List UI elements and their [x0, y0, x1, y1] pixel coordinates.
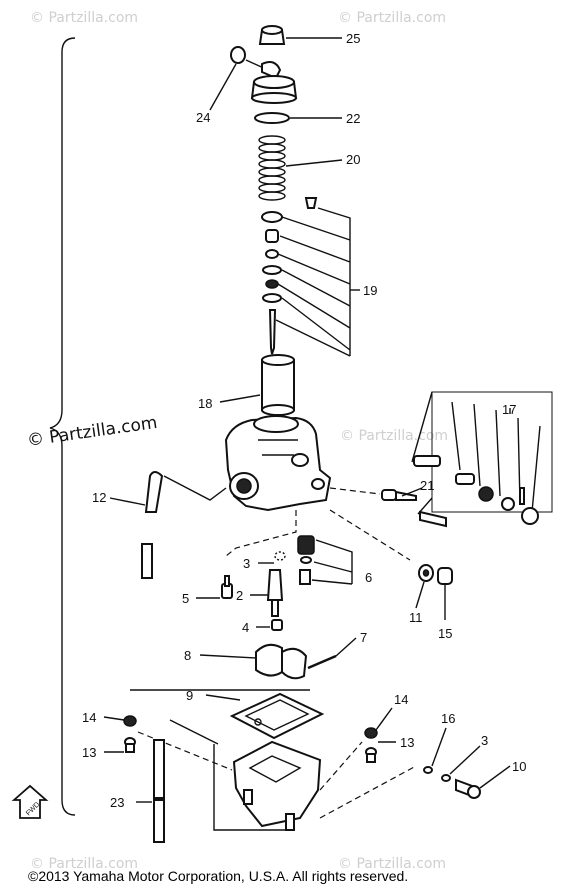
callout-22: 22	[346, 111, 360, 126]
callout-13-right: 13	[400, 735, 414, 750]
bracket-19	[275, 207, 351, 357]
part-5-pilot-screw	[221, 575, 233, 599]
watermark-bottom-right: © Partzilla.com	[338, 856, 446, 872]
part-mixing-chamber-top	[250, 75, 298, 104]
part-9-gasket	[229, 692, 325, 740]
callout-3-lower: 3	[481, 733, 488, 748]
callout-19: 19	[363, 283, 377, 298]
callout-8: 8	[184, 648, 191, 663]
callout-12: 12	[92, 490, 106, 505]
callout-15: 15	[438, 626, 452, 641]
carburetor-body	[224, 415, 332, 512]
part-23-hose	[153, 739, 165, 843]
fwd-arrow-icon: FWD	[11, 784, 49, 819]
leader-3-dashed	[225, 510, 297, 557]
float-bowl	[232, 740, 322, 831]
callout-21: 21	[420, 478, 434, 493]
part-21-screw	[381, 489, 447, 528]
leader-12-line	[163, 475, 227, 501]
part-14-left-washer	[123, 715, 137, 727]
part-12-hose	[141, 471, 164, 579]
callout-6: 6	[365, 570, 372, 585]
leader-11	[415, 581, 425, 609]
part-10-drain-screw	[455, 778, 481, 799]
assembly-bracket	[49, 37, 76, 816]
leader-12	[109, 497, 146, 506]
part-7-float-pin	[307, 654, 337, 670]
part-22-gasket	[254, 112, 290, 124]
callout-7: 7	[360, 630, 367, 645]
callout-5: 5	[182, 591, 189, 606]
part-14-right-washer	[364, 727, 378, 739]
watermark-top-left: © Partzilla.com	[30, 10, 138, 26]
watermark-bottom-left: © Partzilla.com	[30, 856, 138, 872]
leader-18	[219, 394, 261, 403]
leader-16	[431, 727, 447, 767]
leader-24	[209, 63, 237, 111]
part-2-needle-jet	[266, 569, 284, 617]
leader-14-right	[375, 707, 393, 731]
part-16-oring	[423, 766, 433, 774]
part-20-spring	[258, 135, 286, 201]
leader-3-lower	[449, 745, 481, 775]
callout-13-left: 13	[82, 745, 96, 760]
leader-14-left	[103, 716, 125, 721]
part-24-cable-adjuster	[230, 46, 282, 80]
part-3-upper-oring	[274, 551, 286, 561]
part-13-left-screw	[124, 737, 136, 753]
part-17-screw-set	[411, 391, 553, 525]
callout-2: 2	[236, 588, 243, 603]
bracket-21	[401, 487, 433, 515]
leader-11-dashed	[329, 509, 411, 561]
callout-14-right: 14	[394, 692, 408, 707]
leader-10	[479, 765, 511, 789]
callout-20: 20	[346, 152, 360, 167]
callout-3-upper: 3	[243, 556, 250, 571]
part-19-needle-set	[261, 197, 318, 355]
leader-21-dashed	[329, 487, 381, 495]
callout-24: 24	[196, 110, 210, 125]
part-18-throttle-valve	[261, 354, 295, 416]
watermark-center: © Partzilla.com	[26, 413, 159, 451]
callout-16: 16	[441, 711, 455, 726]
part-11-washer	[418, 564, 434, 582]
callout-4: 4	[242, 620, 249, 635]
callout-25: 25	[346, 31, 360, 46]
part-6-jet-set	[297, 535, 315, 585]
copyright-notice: ©2013 Yamaha Motor Corporation, U.S.A. A…	[28, 868, 408, 884]
part-13-right-screw	[365, 747, 377, 763]
part-15-plug	[437, 567, 453, 585]
callout-23: 23	[110, 795, 124, 810]
part-25-cap	[258, 25, 286, 45]
leader-9	[205, 694, 241, 701]
bracket-6	[311, 539, 353, 585]
watermark-top-right: © Partzilla.com	[338, 10, 446, 26]
callout-9: 9	[186, 688, 193, 703]
callout-18: 18	[198, 396, 212, 411]
part-8-float	[255, 643, 308, 680]
callout-10: 10	[512, 759, 526, 774]
bowl-outline-lines	[130, 689, 310, 831]
callout-11: 11	[409, 610, 423, 625]
part-3-lower-gasket	[441, 774, 451, 782]
leader-7	[335, 637, 357, 657]
bowl-dashed-leaders	[137, 731, 417, 819]
part-4-main-jet	[271, 619, 283, 631]
callout-17: 17	[502, 402, 516, 417]
leader-8	[199, 654, 257, 659]
leader-20	[285, 159, 343, 167]
callout-14-left: 14	[82, 710, 96, 725]
